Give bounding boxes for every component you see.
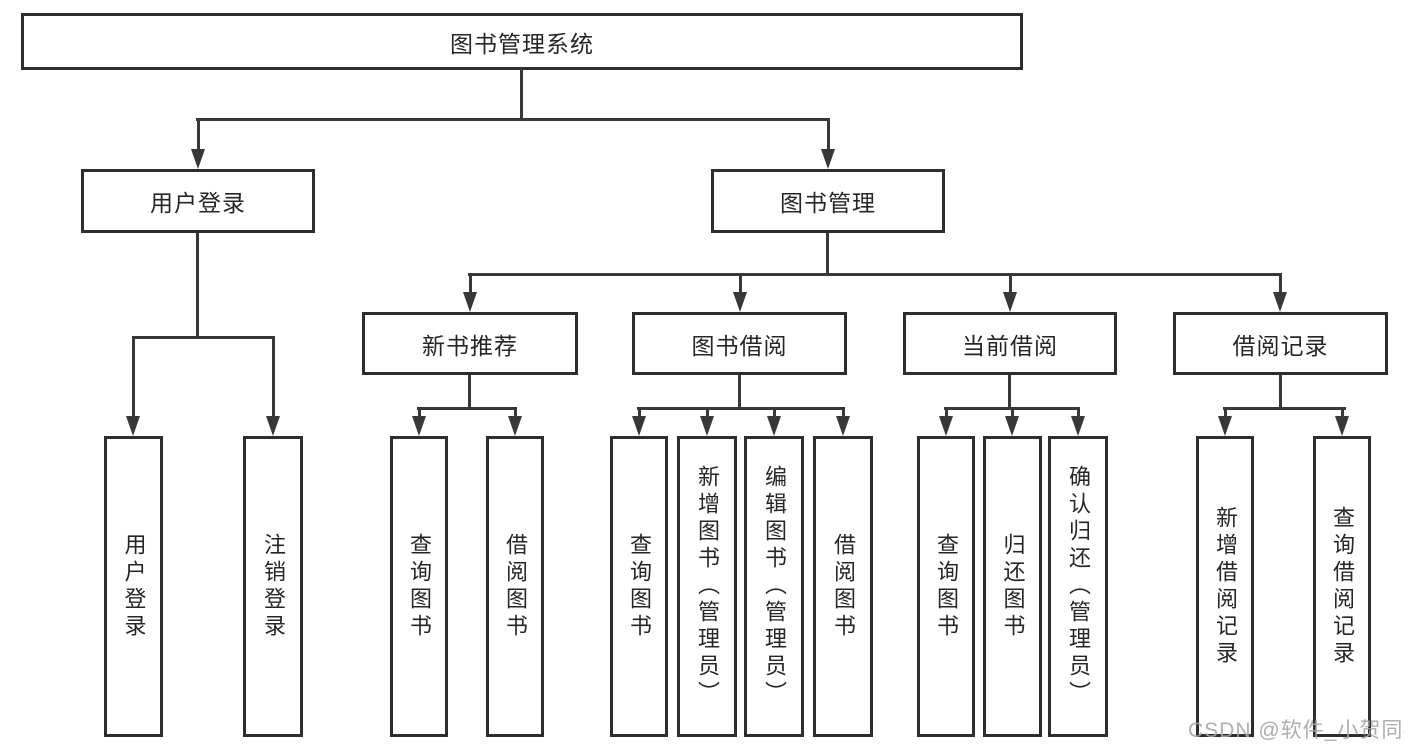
arrow-down-icon <box>266 336 280 436</box>
arrow-down-icon <box>939 407 953 436</box>
leaf-query-books-current-label: 查询图书 <box>934 532 959 641</box>
arrow-down-icon <box>191 118 205 169</box>
leaf-query-books-recommend-label: 查询图书 <box>407 532 432 641</box>
connector-line <box>417 407 517 410</box>
connector-line <box>132 336 275 339</box>
leaf-user-login: 用户登录 <box>104 436 163 737</box>
leaf-borrow-books-label: 借阅图书 <box>831 532 856 641</box>
leaf-edit-books-admin: 编辑图书（管理员） <box>744 436 804 737</box>
connector-line <box>1223 407 1346 410</box>
connector-line <box>196 233 199 336</box>
arrow-down-icon <box>1071 407 1085 436</box>
leaf-add-books-admin-label: 新增图书（管理员） <box>695 465 720 708</box>
leaf-query-borrow-record: 查询借阅记录 <box>1313 436 1371 737</box>
node-book-borrow: 图书借阅 <box>632 312 847 375</box>
leaf-query-books-recommend: 查询图书 <box>390 436 448 737</box>
leaf-borrow-books-recommend-label: 借阅图书 <box>503 532 528 641</box>
leaf-query-books-borrow-label: 查询图书 <box>627 532 652 641</box>
leaf-return-books-label: 归还图书 <box>1000 532 1026 641</box>
csdn-watermark: CSDN @软件_小贺同学 <box>1188 719 1405 742</box>
arrow-down-icon <box>1005 407 1019 436</box>
arrow-down-icon <box>508 407 522 436</box>
leaf-borrow-books: 借阅图书 <box>813 436 873 737</box>
leaf-query-books-borrow: 查询图书 <box>610 436 668 737</box>
connector-line <box>738 375 741 407</box>
leaf-return-books: 归还图书 <box>983 436 1042 737</box>
connector-line <box>468 375 471 407</box>
node-current-borrow: 当前借阅 <box>903 312 1117 375</box>
arrow-down-icon <box>836 407 850 436</box>
arrow-down-icon <box>1218 407 1232 436</box>
arrow-down-icon <box>700 407 714 436</box>
node-library-system: 图书管理系统 <box>21 13 1023 70</box>
connector-line <box>1008 375 1011 407</box>
connector-line <box>826 233 829 273</box>
leaf-query-borrow-record-label: 查询借阅记录 <box>1330 505 1355 668</box>
leaf-confirm-return-admin: 确认归还（管理员） <box>1048 436 1108 737</box>
node-user-login: 用户登录 <box>81 169 315 233</box>
arrow-down-icon <box>821 118 835 169</box>
connector-line <box>1279 375 1282 407</box>
leaf-query-books-current: 查询图书 <box>917 436 975 737</box>
leaf-add-borrow-record: 新增借阅记录 <box>1196 436 1254 737</box>
leaf-add-books-admin: 新增图书（管理员） <box>677 436 737 737</box>
arrow-down-icon <box>733 273 747 312</box>
node-new-book-recommend: 新书推荐 <box>362 312 578 375</box>
arrow-down-icon <box>412 407 426 436</box>
node-book-management: 图书管理 <box>711 169 945 233</box>
node-borrow-records: 借阅记录 <box>1173 312 1388 375</box>
connector-line <box>468 273 1282 276</box>
leaf-user-login-label: 用户登录 <box>121 532 147 641</box>
arrow-down-icon <box>1273 273 1287 312</box>
leaf-confirm-return-admin-label: 确认归还（管理员） <box>1066 465 1091 708</box>
connector-line <box>520 68 523 118</box>
leaf-add-borrow-record-label: 新增借阅记录 <box>1213 505 1238 668</box>
leaf-logout-label: 注销登录 <box>261 532 286 641</box>
leaf-borrow-books-recommend: 借阅图书 <box>486 436 544 737</box>
connector-line <box>637 407 845 410</box>
arrow-down-icon <box>126 336 140 436</box>
arrow-down-icon <box>463 273 477 312</box>
arrow-down-icon <box>632 407 646 436</box>
arrow-down-icon <box>1335 407 1349 436</box>
arrow-down-icon <box>1003 273 1017 312</box>
leaf-logout: 注销登录 <box>243 436 303 737</box>
connector-line <box>196 118 830 121</box>
leaf-edit-books-admin-label: 编辑图书（管理员） <box>762 465 787 708</box>
arrow-down-icon <box>767 407 781 436</box>
